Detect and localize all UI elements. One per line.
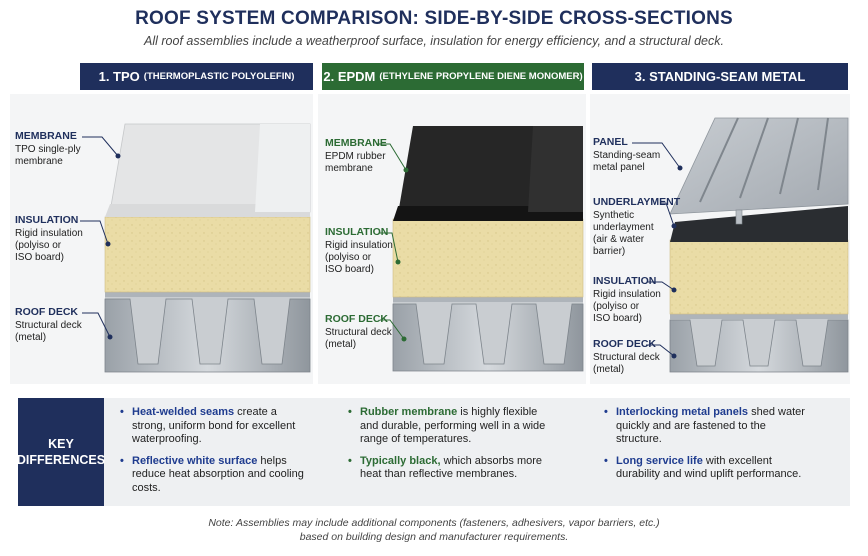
layer-desc-line: ISO board) — [325, 264, 374, 275]
layer-desc-line: Rigid insulation — [593, 289, 661, 300]
epdm-cross-section-illustration — [392, 126, 584, 372]
metal-cross-section-panel: PANEL Standing-seam metal panel UNDERLAY… — [590, 94, 850, 384]
column-header-number: 1. TPO — [98, 69, 140, 84]
difference-text: shed water quickly and are fastened to t… — [616, 406, 805, 445]
key-differences-section: KEY DIFFERENCES •Heat-welded seams creat… — [16, 398, 850, 506]
epdm-cross-section-panel: MEMBRANE EPDM rubber membrane INSULATION… — [318, 94, 586, 384]
column-header-number: 2. EPDM — [323, 69, 376, 84]
layer-heading: ROOF DECK — [593, 338, 656, 350]
layer-desc-line: (polyiso or — [325, 252, 372, 263]
difference-bold: Reflective white surface — [132, 454, 258, 467]
column-header-subtitle: (THERMOPLASTIC POLYOLEFIN) — [143, 71, 295, 82]
layer-heading: INSULATION — [325, 226, 389, 238]
layer-heading: MEMBRANE — [325, 137, 387, 149]
layer-desc-line: ISO board) — [593, 313, 642, 324]
column-header-number: 3. STANDING-SEAM METAL — [634, 69, 806, 84]
column-header-metal: 3. STANDING-SEAM METAL — [592, 63, 848, 90]
layer-desc-line: underlayment — [593, 222, 654, 233]
epdm-roof-deck-layer — [392, 296, 584, 372]
layer-heading: UNDERLAYMENT — [593, 196, 681, 208]
layer-heading: MEMBRANE — [15, 130, 77, 142]
layer-desc-line: EPDM rubber — [325, 151, 386, 162]
footnote-line: based on building design and manufacture… — [299, 531, 569, 543]
list-item: •Heat-welded seams create a strong, unif… — [120, 406, 296, 445]
metal-panel-label: PANEL Standing-seam metal panel — [593, 136, 660, 174]
epdm-differences: •Rubber membrane is highly flexible and … — [348, 406, 548, 490]
column-header-epdm: 2. EPDM (ETHYLENE PROPYLENE DIENE MONOME… — [322, 63, 584, 90]
epdm-membrane-layer — [393, 126, 583, 221]
layer-desc-line: Standing-seam — [593, 150, 661, 161]
layer-desc-line: Structural deck — [15, 320, 82, 331]
layer-heading: ROOF DECK — [325, 313, 388, 325]
layer-desc-line: Structural deck — [593, 352, 660, 363]
footnote-line: Note: Assemblies may include additional … — [208, 517, 660, 529]
list-item: •Long service life with excellent durabi… — [604, 454, 802, 481]
tpo-cross-section-panel: MEMBRANE TPO single-ply membrane INSULAT… — [10, 94, 313, 384]
layer-desc-line: TPO single-ply — [15, 144, 81, 155]
list-item: •Rubber membrane is highly flexible and … — [348, 406, 546, 445]
key-differences-label-line: DIFFERENCES — [16, 453, 106, 467]
metal-underlayment-layer — [670, 206, 848, 242]
layer-desc-line: (polyiso or — [593, 301, 640, 312]
list-item: •Reflective white surface helps reduce h… — [120, 454, 304, 494]
layer-desc-line: (metal) — [15, 332, 47, 343]
column-header-tpo: 1. TPO (THERMOPLASTIC POLYOLEFIN) — [80, 63, 313, 90]
metal-insulation-label: INSULATION Rigid insulation (polyiso or … — [593, 275, 661, 325]
layer-desc-line: (polyiso or — [15, 240, 62, 251]
layer-desc-line: Structural deck — [325, 327, 392, 338]
difference-bold: Long service life — [616, 454, 703, 467]
layer-desc-line: Rigid insulation — [15, 228, 83, 239]
layer-desc-line: (metal) — [593, 364, 625, 375]
layer-desc-line: Rigid insulation — [325, 240, 393, 251]
layer-heading: INSULATION — [593, 275, 657, 287]
difference-text: create a strong, uniform bond for excell… — [132, 406, 296, 445]
layer-heading: INSULATION — [15, 214, 79, 226]
tpo-insulation-label: INSULATION Rigid insulation (polyiso or … — [15, 214, 83, 264]
epdm-insulation-layer — [392, 218, 584, 298]
layer-desc-line: Synthetic — [593, 210, 635, 221]
tpo-differences: •Heat-welded seams create a strong, unif… — [120, 406, 310, 503]
difference-text: with excellent durability and wind uplif… — [616, 454, 802, 481]
metal-roof-deck-label: ROOF DECK Structural deck (metal) — [593, 338, 660, 376]
metal-underlayment-label: UNDERLAYMENT Synthetic underlayment (air… — [593, 196, 680, 258]
column-header-subtitle: (ETHYLENE PROPYLENE DIENE MONOMER) — [379, 71, 583, 82]
key-differences-label: KEY DIFFERENCES — [16, 398, 106, 506]
list-item: •Interlocking metal panels shed water qu… — [604, 406, 805, 445]
layer-desc-line: ISO board) — [15, 252, 64, 263]
metal-differences: •Interlocking metal panels shed water qu… — [604, 406, 814, 490]
list-item: •Typically black, which absorbs more hea… — [348, 454, 543, 481]
layer-desc-line: membrane — [325, 163, 373, 174]
footnote: Note: Assemblies may include additional … — [0, 516, 868, 544]
metal-insulation-layer — [669, 239, 849, 315]
difference-bold: Typically black, — [360, 454, 441, 467]
metal-cross-section-illustration — [669, 117, 849, 373]
tpo-roof-deck-label: ROOF DECK Structural deck (metal) — [15, 306, 82, 344]
layer-heading: PANEL — [593, 136, 628, 148]
key-differences-label-line: KEY — [48, 437, 74, 451]
layer-desc-line: metal panel — [593, 162, 645, 173]
tpo-insulation-layer — [104, 216, 311, 293]
layer-heading: ROOF DECK — [15, 306, 78, 318]
layer-desc-line: (air & water — [593, 234, 645, 245]
page-subtitle: All roof assemblies include a weatherpro… — [144, 34, 724, 48]
epdm-membrane-label: MEMBRANE EPDM rubber membrane — [325, 137, 387, 175]
difference-text: is highly flexible and durable, performi… — [360, 406, 546, 445]
page-title: ROOF SYSTEM COMPARISON: SIDE-BY-SIDE CRO… — [135, 8, 733, 29]
layer-desc-line: (metal) — [325, 339, 357, 350]
tpo-roof-deck-layer — [104, 291, 311, 373]
layer-desc-line: membrane — [15, 156, 63, 167]
metal-roof-deck-layer — [669, 313, 849, 373]
difference-text: which absorbs more heat than reflective … — [360, 454, 543, 481]
tpo-membrane-layer — [105, 123, 311, 217]
tpo-cross-section-illustration — [104, 123, 311, 373]
layer-desc-line: barrier) — [593, 246, 626, 257]
difference-bold: Heat-welded seams — [132, 406, 235, 418]
tpo-membrane-label: MEMBRANE TPO single-ply membrane — [15, 130, 81, 168]
difference-bold: Interlocking metal panels — [616, 406, 749, 418]
epdm-insulation-label: INSULATION Rigid insulation (polyiso or … — [325, 226, 393, 276]
metal-panel-layer — [669, 117, 849, 225]
epdm-roof-deck-label: ROOF DECK Structural deck (metal) — [325, 313, 392, 351]
difference-bold: Rubber membrane — [360, 406, 458, 418]
difference-text: helps reduce heat absorption and cooling… — [132, 454, 304, 494]
